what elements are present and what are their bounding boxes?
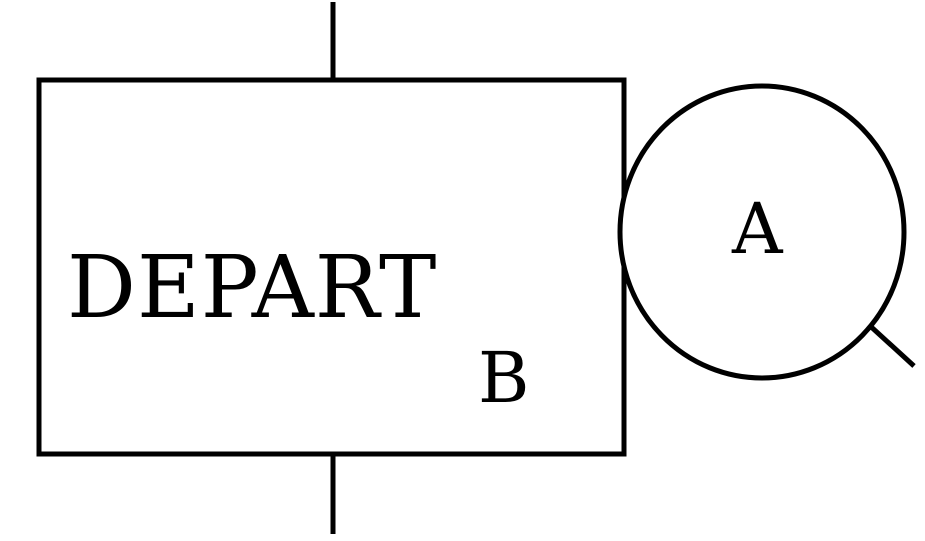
block-subscript: B — [478, 337, 529, 419]
marker-label: A — [731, 188, 784, 270]
depart-block[interactable] — [36, 77, 627, 457]
circle-tail-line — [866, 322, 916, 368]
block-label: DEPART — [67, 238, 437, 338]
marker-circle[interactable] — [617, 83, 907, 381]
